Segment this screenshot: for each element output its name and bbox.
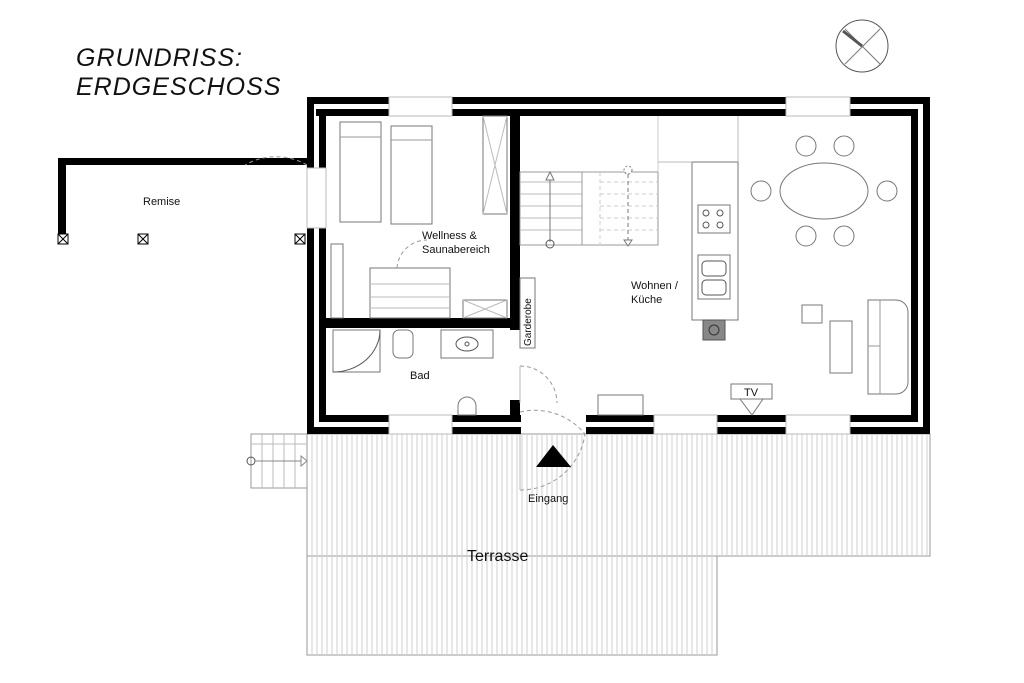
wellness-furniture bbox=[330, 115, 508, 319]
dining-table bbox=[750, 135, 898, 247]
entrance-triangle-icon bbox=[536, 445, 571, 467]
room-label-remise: Remise bbox=[143, 196, 180, 208]
living-furniture bbox=[597, 299, 909, 416]
outer-walls bbox=[306, 96, 930, 435]
post-icon bbox=[137, 233, 149, 245]
label-tv: TV bbox=[744, 387, 759, 399]
post-icon bbox=[57, 233, 69, 245]
plan-title-line2: ERDGESCHOSS bbox=[76, 73, 282, 101]
staircase bbox=[519, 116, 659, 249]
wardrobe bbox=[519, 277, 536, 349]
label-garderobe: Garderobe bbox=[523, 298, 534, 346]
label-eingang: Eingang bbox=[528, 493, 568, 505]
room-label-wohnen-1: Wohnen / bbox=[631, 280, 679, 292]
kitchen bbox=[658, 116, 739, 341]
cooktop-icon bbox=[697, 204, 731, 234]
stove-icon bbox=[702, 319, 726, 341]
plan-title: GRUNDRISS: ERDGESCHOSS bbox=[76, 44, 281, 102]
remise-wall bbox=[57, 156, 308, 245]
terrace-decking bbox=[306, 433, 931, 656]
room-label-wellness-2: Saunabereich bbox=[422, 244, 490, 256]
external-stairs bbox=[246, 433, 308, 489]
north-arrow-icon bbox=[835, 19, 889, 73]
post-icon bbox=[294, 233, 306, 245]
entrance-door bbox=[519, 409, 586, 491]
plan-title-line1: GRUNDRISS: bbox=[76, 44, 243, 72]
room-label-wellness-1: Wellness & bbox=[422, 230, 477, 242]
room-label-terrasse: Terrasse bbox=[467, 548, 528, 565]
room-label-bad: Bad bbox=[410, 370, 430, 382]
room-label-wohnen-2: Küche bbox=[631, 294, 662, 306]
sink-icon bbox=[697, 254, 731, 300]
bathroom-fixtures bbox=[332, 329, 558, 416]
interior-walls bbox=[326, 116, 520, 422]
